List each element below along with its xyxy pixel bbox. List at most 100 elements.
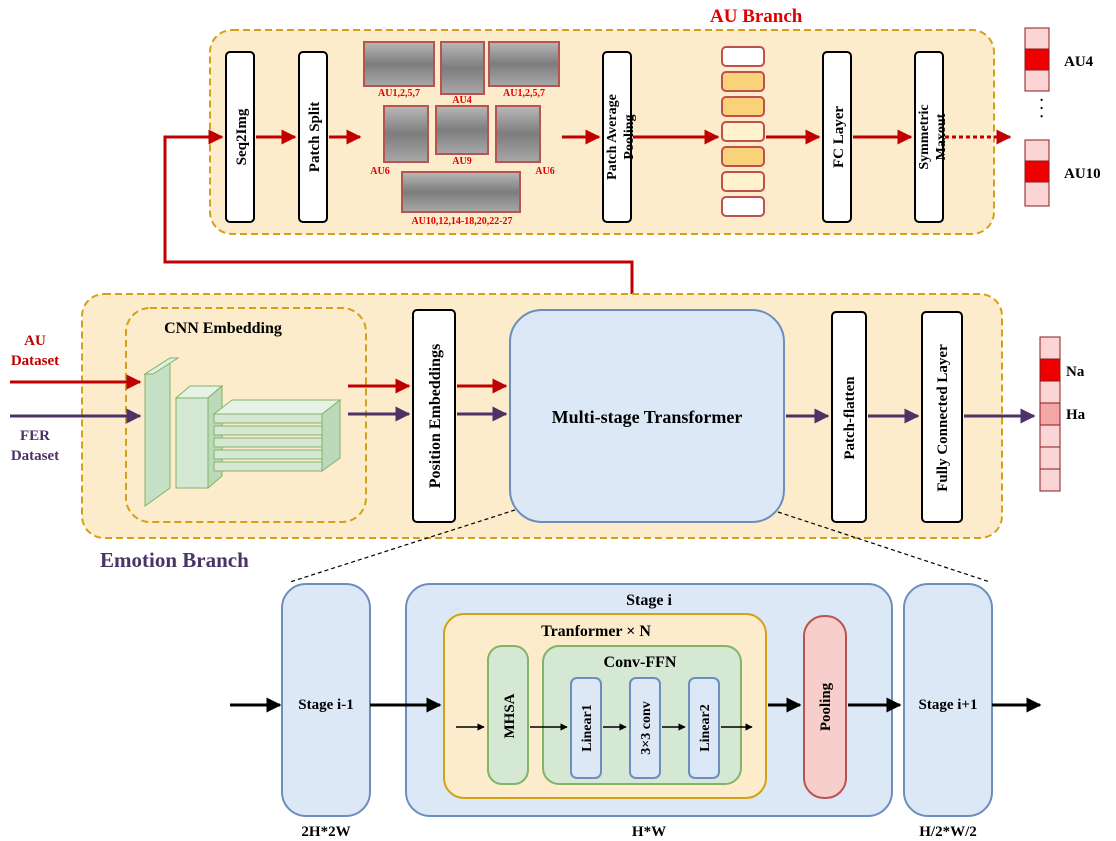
output-cell xyxy=(1039,446,1061,470)
feature-cell xyxy=(721,146,765,167)
mhsa-label: MHSA xyxy=(502,693,518,738)
cnn-layer xyxy=(207,384,223,490)
face-patch-left-eye xyxy=(363,41,435,87)
conv3-block xyxy=(629,677,661,779)
patch-flatten-block xyxy=(831,311,867,523)
cnn-rod xyxy=(213,437,323,448)
output-cell xyxy=(1039,358,1061,382)
dim-label-next: H/2*W/2 xyxy=(919,824,977,840)
face-label-6: AU6 xyxy=(535,166,554,177)
stage-prev-label: Stage i-1 xyxy=(298,697,353,713)
au-branch-title: AU Branch xyxy=(710,6,803,27)
output-cell xyxy=(1039,380,1061,404)
pooled-feature-stack xyxy=(721,46,765,217)
feature-cell xyxy=(721,96,765,117)
multi-stage-transformer-block xyxy=(509,309,785,523)
patch-average-pooling-block xyxy=(602,51,632,223)
linear1-label: Linear1 xyxy=(580,704,595,751)
transformer-n-label: Tranformer × N xyxy=(541,623,651,640)
emotion-branch-title: Emotion Branch xyxy=(100,548,249,572)
seq2img-label: Seq2Img xyxy=(234,108,250,165)
au-dataset-line-1: AU xyxy=(24,333,46,349)
output-cell xyxy=(1039,402,1061,426)
seq2img-block xyxy=(225,51,255,223)
feature-cell xyxy=(721,171,765,192)
conv-ffn-label: Conv-FFN xyxy=(604,654,677,671)
fully-connected-label: Fully Connected Layer xyxy=(935,344,951,492)
zoom-line-right xyxy=(777,511,991,583)
face-label-3: AU1,2,5,7 xyxy=(503,88,545,99)
stage-prev-block xyxy=(281,583,371,817)
pooling-block xyxy=(803,615,847,799)
linear1-block xyxy=(570,677,602,779)
dim-label-prev: 2H*2W xyxy=(301,824,350,840)
au-dataset-label: AU Dataset xyxy=(11,333,59,369)
patch-flatten-label: Patch-flatten xyxy=(842,376,858,460)
cnn-layer xyxy=(144,357,171,507)
fer-dataset-line-1: FER xyxy=(20,428,50,444)
face-patch-mouth xyxy=(401,171,521,213)
cnn-layer xyxy=(143,357,180,375)
stage-next-block xyxy=(903,583,993,817)
cnn-rod-top xyxy=(212,399,342,415)
face-label-1: AU1,2,5,7 xyxy=(378,88,420,99)
ha-label: Ha xyxy=(1066,407,1086,423)
face-label-7: AU10,12,14-18,20,22-27 xyxy=(411,216,512,227)
stage-i-label: Stage i xyxy=(626,592,672,609)
emotion-output-vector xyxy=(1039,336,1061,492)
patch-split-label: Patch Split xyxy=(307,102,323,172)
dim-label-current: H*W xyxy=(632,824,666,840)
zoom-line-left xyxy=(289,509,516,583)
sm-line-1: Symmetric xyxy=(917,104,932,169)
output-cell xyxy=(1039,336,1061,360)
face-patches xyxy=(363,41,560,213)
na-label: Na xyxy=(1066,364,1085,380)
feature-cell xyxy=(721,196,765,217)
symmetric-maxout-block xyxy=(914,51,944,223)
fer-dataset-line-2: Dataset xyxy=(11,448,59,464)
position-embeddings-label: Position Embeddings xyxy=(427,344,444,488)
pooling-label: Pooling xyxy=(818,682,834,731)
conv3-label: 3×3 conv xyxy=(639,701,654,754)
cnn-rods xyxy=(212,398,342,472)
sm-line-2: Maxout xyxy=(934,113,949,160)
output-cell xyxy=(1039,468,1061,492)
fully-connected-block xyxy=(921,311,963,523)
stage-next-label: Stage i+1 xyxy=(919,697,978,713)
face-patch-brow xyxy=(440,41,485,95)
au-dataset-line-2: Dataset xyxy=(11,353,59,369)
face-label-2: AU4 xyxy=(452,95,471,106)
au-output-vector-top xyxy=(1024,27,1050,92)
feature-cell xyxy=(721,71,765,92)
output-cell xyxy=(1024,181,1050,207)
au10-label: AU10 xyxy=(1064,166,1101,182)
linear2-block xyxy=(688,677,720,779)
pap-line-2: Pooling xyxy=(622,114,637,159)
mhsa-block xyxy=(487,645,529,785)
cnn-rod xyxy=(213,413,323,424)
transformer-to-au-arrow xyxy=(163,129,634,310)
face-patch-right-cheek xyxy=(495,105,541,163)
fer-dataset-label: FER Dataset xyxy=(11,428,59,464)
pap-line-1: Patch Average xyxy=(605,94,620,180)
cnn-rod xyxy=(213,425,323,436)
face-label-4: AU6 xyxy=(370,166,389,177)
cnn-layers-graphic xyxy=(143,357,342,507)
face-patch-left-cheek xyxy=(383,105,429,163)
face-patch-nose xyxy=(435,105,489,155)
au4-label: AU4 xyxy=(1064,54,1094,70)
linear2-label: Linear2 xyxy=(698,704,713,751)
cnn-layer xyxy=(175,397,209,489)
cnn-rod xyxy=(213,461,323,472)
cnn-rod xyxy=(213,449,323,460)
position-embeddings-block xyxy=(412,309,456,523)
fc-layer-label: FC Layer xyxy=(831,106,847,168)
au-output-vector-bottom xyxy=(1024,139,1050,207)
output-cell xyxy=(1024,27,1050,50)
output-cell xyxy=(1024,48,1050,71)
feature-cell xyxy=(721,121,765,142)
feature-cell xyxy=(721,46,765,67)
output-cell xyxy=(1024,139,1050,162)
